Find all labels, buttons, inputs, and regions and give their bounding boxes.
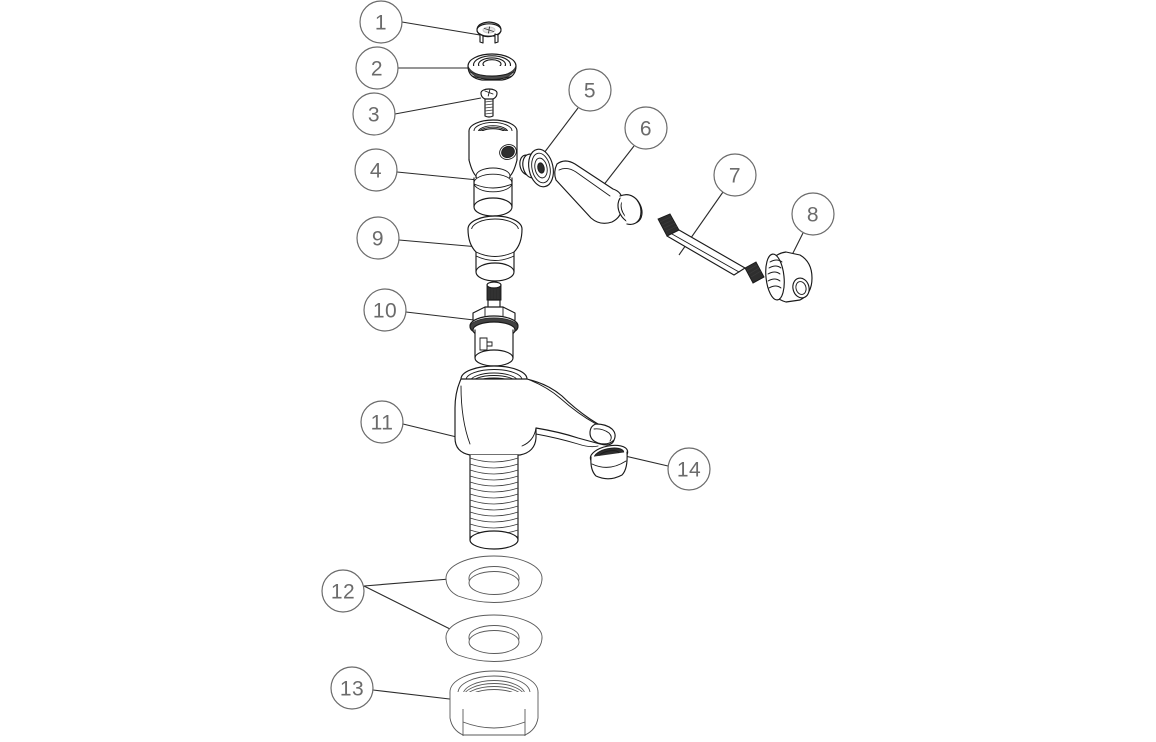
callout-4[interactable]: 4: [354, 148, 398, 192]
callout-1[interactable]: 1: [359, 0, 403, 44]
callout-6[interactable]: 6: [624, 106, 668, 150]
callout-12-label: 12: [331, 581, 355, 604]
leader-line-3: [394, 97, 482, 115]
leader-lines: [363, 21, 804, 701]
leader-line-10: [405, 311, 475, 321]
callout-2-label: 2: [371, 58, 383, 81]
leader-line-5: [540, 107, 579, 158]
callout-14-label: 14: [677, 459, 701, 482]
callout-9[interactable]: 9: [356, 216, 400, 260]
callout-13-label: 13: [340, 678, 364, 701]
callout-10[interactable]: 10: [363, 288, 407, 332]
callout-6-label: 6: [640, 118, 652, 141]
leader-line-14: [624, 455, 669, 467]
callout-5-label: 5: [584, 80, 596, 103]
callout-11[interactable]: 11: [360, 400, 404, 444]
leader-line-9: [398, 239, 480, 248]
leader-line-13: [372, 689, 459, 701]
leader-line-1: [401, 21, 487, 37]
part-1-index-screw-cap: [476, 21, 502, 44]
callout-9-label: 9: [372, 228, 384, 251]
callout-13[interactable]: 13: [330, 666, 374, 710]
callout-1-label: 1: [375, 12, 387, 35]
callout-3-label: 3: [368, 104, 380, 127]
part-6-lever-handle: [554, 160, 643, 225]
part-5-handle-end-cap: [519, 148, 554, 188]
callout-2[interactable]: 2: [355, 46, 399, 90]
part-11-tap-body: [454, 365, 616, 550]
callout-7[interactable]: 7: [713, 153, 757, 197]
part-9-shroud-cover: [467, 215, 523, 282]
leader-line-4: [396, 171, 479, 181]
callout-8-label: 8: [807, 204, 819, 227]
callout-4-label: 4: [370, 160, 382, 183]
callout-11-label: 11: [371, 412, 394, 435]
part-8-spindle-nut: [765, 251, 813, 303]
part-10-ceramic-cartridge: [469, 281, 519, 367]
part-12-flat-washer-lower: [445, 614, 543, 662]
part-4-headwork-body: [468, 119, 518, 217]
callout-12[interactable]: 12: [321, 569, 365, 613]
part-7-spindle-rod: [657, 213, 765, 284]
part-3-retaining-screw: [480, 88, 498, 118]
part-2-dome-washer: [467, 53, 517, 81]
callout-3[interactable]: 3: [352, 92, 396, 136]
part-14-aerator-insert: [589, 444, 629, 480]
callout-bubbles: 1 2 3 4 5 6 7: [321, 0, 835, 710]
part-13-backnut: [449, 670, 539, 736]
callout-8[interactable]: 8: [791, 192, 835, 236]
callout-10-label: 10: [373, 300, 397, 323]
callout-5[interactable]: 5: [568, 68, 612, 112]
callout-14[interactable]: 14: [667, 447, 711, 491]
part-12-flat-washer-upper: [445, 555, 543, 603]
callout-7-label: 7: [729, 165, 741, 188]
